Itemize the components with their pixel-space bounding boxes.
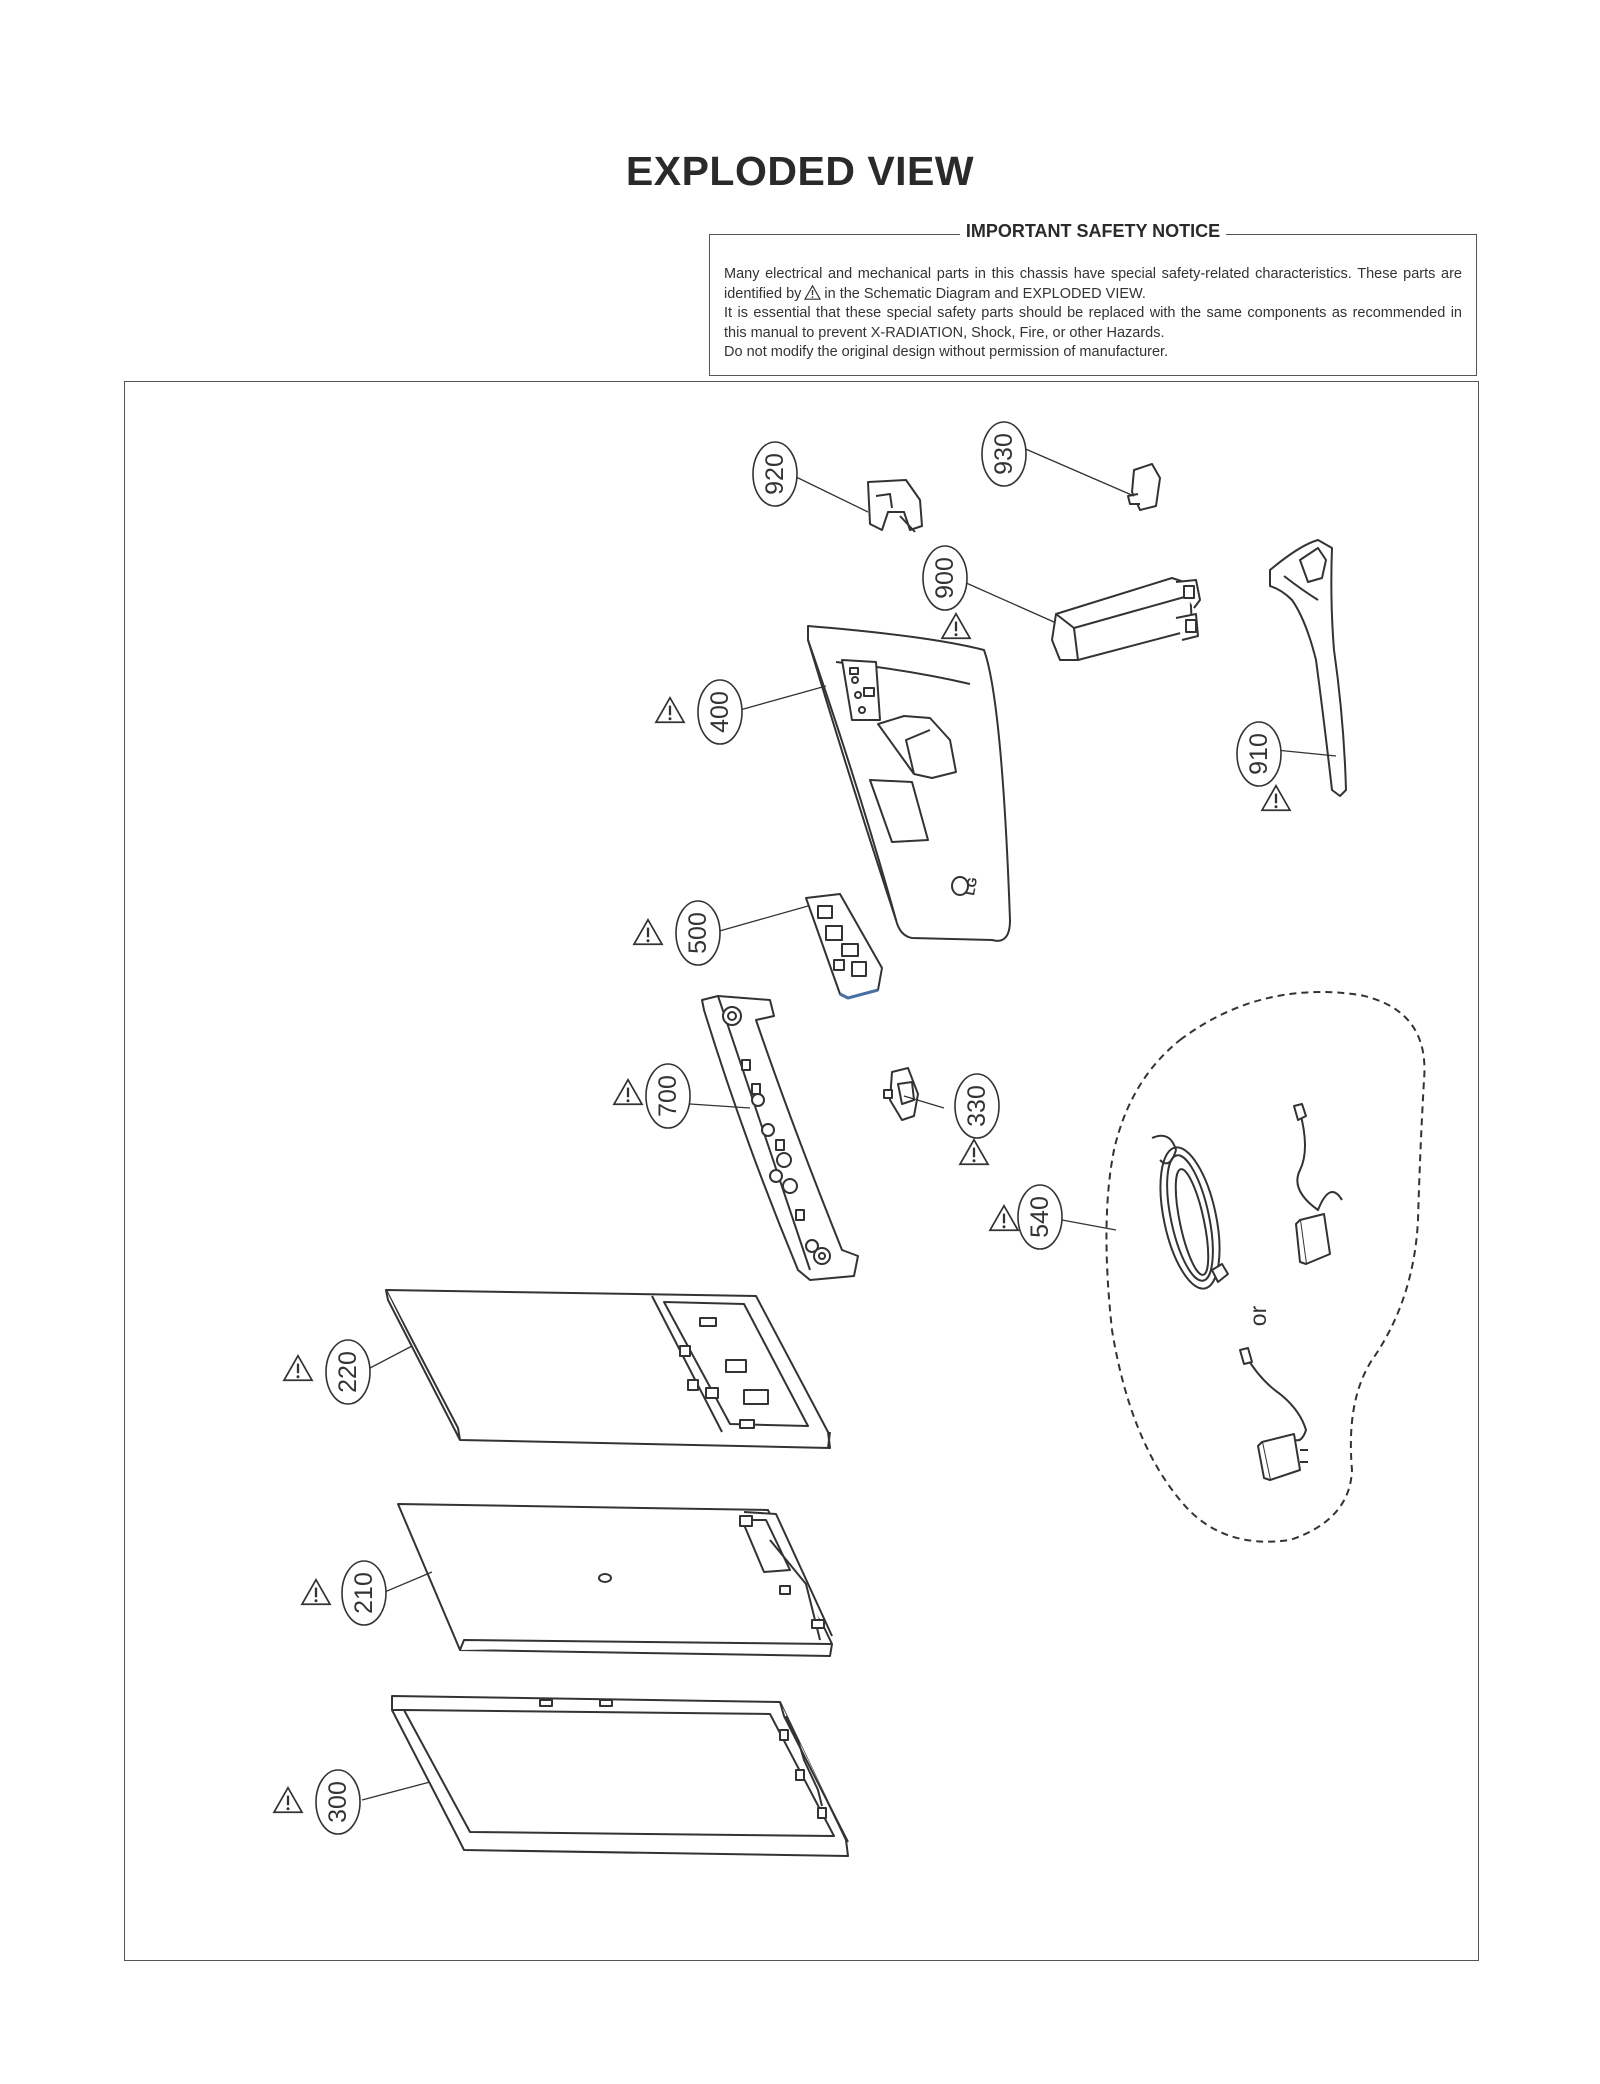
warning-icon-400 — [654, 696, 686, 724]
part-300-front-bezel — [391, 1695, 849, 1857]
notice-paragraph-2: It is essential that these special safet… — [724, 305, 1462, 341]
part-400-back-cover — [807, 625, 1011, 942]
accessory-dashed-outline — [1105, 991, 1426, 1543]
part-label-930: 930 — [990, 433, 1018, 475]
part-500-main-board — [805, 893, 883, 1000]
part-label-700: 700 — [654, 1075, 682, 1117]
warning-icon-330 — [958, 1138, 990, 1166]
or-label: or — [1245, 1305, 1271, 1326]
leader-lines — [361, 443, 1337, 1801]
warning-icon-910 — [1260, 784, 1292, 812]
part-label-500: 500 — [684, 912, 712, 954]
safety-notice-heading: IMPORTANT SAFETY NOTICE — [959, 221, 1227, 241]
warning-icon-900 — [940, 612, 972, 640]
part-220-back-chassis — [385, 1289, 831, 1449]
part-930-cap — [1127, 463, 1161, 511]
part-label-330: 330 — [963, 1085, 991, 1127]
warning-triangle-icon — [804, 284, 822, 300]
page-title: EXPLODED VIEW — [625, 148, 975, 194]
part-330-small-bracket — [883, 1067, 919, 1121]
warning-icon-700 — [612, 1078, 644, 1106]
part-540-power-cord — [1151, 1134, 1229, 1290]
warning-icon-500 — [632, 918, 664, 946]
part-910-stand-arm — [1269, 539, 1347, 797]
part-label-540: 540 — [1026, 1196, 1054, 1238]
part-label-920: 920 — [761, 453, 789, 495]
notice-line-1-tail: in the Schematic Diagram and EXPLODED VI… — [824, 285, 1146, 302]
warning-icon-300 — [272, 1786, 304, 1814]
warning-icon-540 — [988, 1204, 1020, 1232]
part-label-300: 300 — [324, 1781, 352, 1823]
part-label-400: 400 — [706, 691, 734, 733]
diagram-frame — [124, 381, 1479, 1961]
safety-notice-body: Many electrical and mechanical parts in … — [724, 265, 1462, 363]
notice-paragraph-1: Many electrical and mechanical parts in … — [724, 265, 1462, 304]
part-label-220: 220 — [334, 1351, 362, 1393]
part-540-wall-adapter — [1239, 1347, 1308, 1481]
warning-icon-210 — [300, 1578, 332, 1606]
part-900-hinge-bracket — [1051, 577, 1201, 661]
notice-paragraph-3: Do not modify the original design withou… — [724, 344, 1169, 360]
notice-line-1: Many electrical and mechanical parts in … — [724, 266, 1462, 302]
safety-notice-box: IMPORTANT SAFETY NOTICE Many electrical … — [709, 221, 1477, 376]
part-label-900: 900 — [931, 557, 959, 599]
part-700-frame-bracket — [701, 995, 859, 1281]
part-920-hinge-clip — [867, 479, 923, 533]
lg-logo: LG — [962, 876, 980, 896]
warning-icon-220 — [282, 1354, 314, 1382]
part-540-adapter — [1293, 1103, 1343, 1265]
part-210-lcd-module — [397, 1503, 833, 1657]
part-label-210: 210 — [350, 1572, 378, 1614]
part-label-910: 910 — [1245, 733, 1273, 775]
